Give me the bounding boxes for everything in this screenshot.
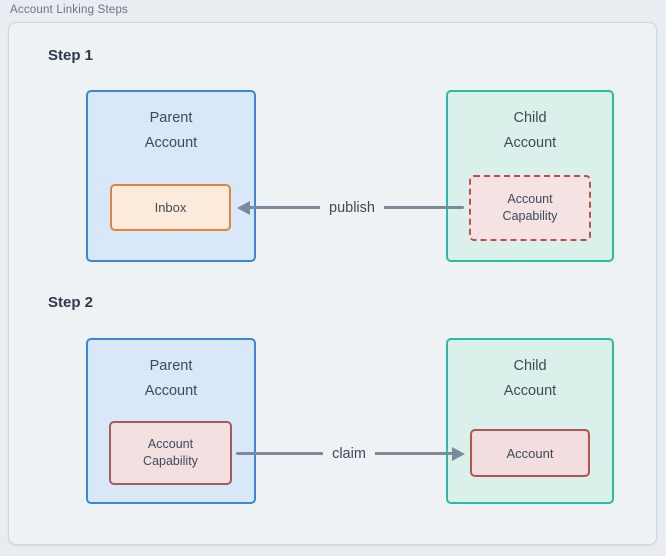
step-2-parent-account-title: Parent Account bbox=[144, 358, 198, 399]
step-2-account-capability-label: Account Capability bbox=[143, 437, 198, 468]
step-2-account-capability-node: Account Capability bbox=[109, 421, 232, 485]
step-1-child-account-box: Child Account Account Capability bbox=[446, 90, 614, 262]
claim-arrow-line bbox=[236, 452, 462, 455]
step-2-account-node: Account bbox=[470, 429, 590, 477]
step-1-parent-account-box: Parent Account Inbox bbox=[86, 90, 256, 262]
diagram-title: Account Linking Steps bbox=[10, 4, 128, 16]
step-1-parent-account-title: Parent Account bbox=[144, 110, 198, 151]
step-1-label: Step 1 bbox=[48, 47, 94, 64]
claim-arrow: claim bbox=[234, 443, 465, 465]
step-2-account-label: Account bbox=[506, 445, 554, 461]
step-1-child-account-title: Child Account bbox=[503, 110, 557, 151]
step-2-parent-account-box: Parent Account Account Capability bbox=[86, 338, 256, 504]
step-2-child-account-box: Child Account Account bbox=[446, 338, 614, 504]
publish-arrow-line bbox=[240, 206, 464, 209]
step-1-inbox-label: Inbox bbox=[154, 200, 187, 215]
step-2-label: Step 2 bbox=[48, 294, 94, 311]
step-2-child-account-title: Child Account bbox=[503, 358, 557, 399]
arrow-left-head-icon bbox=[237, 200, 250, 215]
step-1-inbox-node: Inbox bbox=[110, 184, 231, 231]
step-1-account-capability-label: Account Capability bbox=[502, 192, 558, 223]
arrow-right-head-icon bbox=[452, 446, 465, 461]
step-1-account-capability-node: Account Capability bbox=[469, 175, 591, 241]
publish-arrow: publish bbox=[237, 197, 466, 219]
